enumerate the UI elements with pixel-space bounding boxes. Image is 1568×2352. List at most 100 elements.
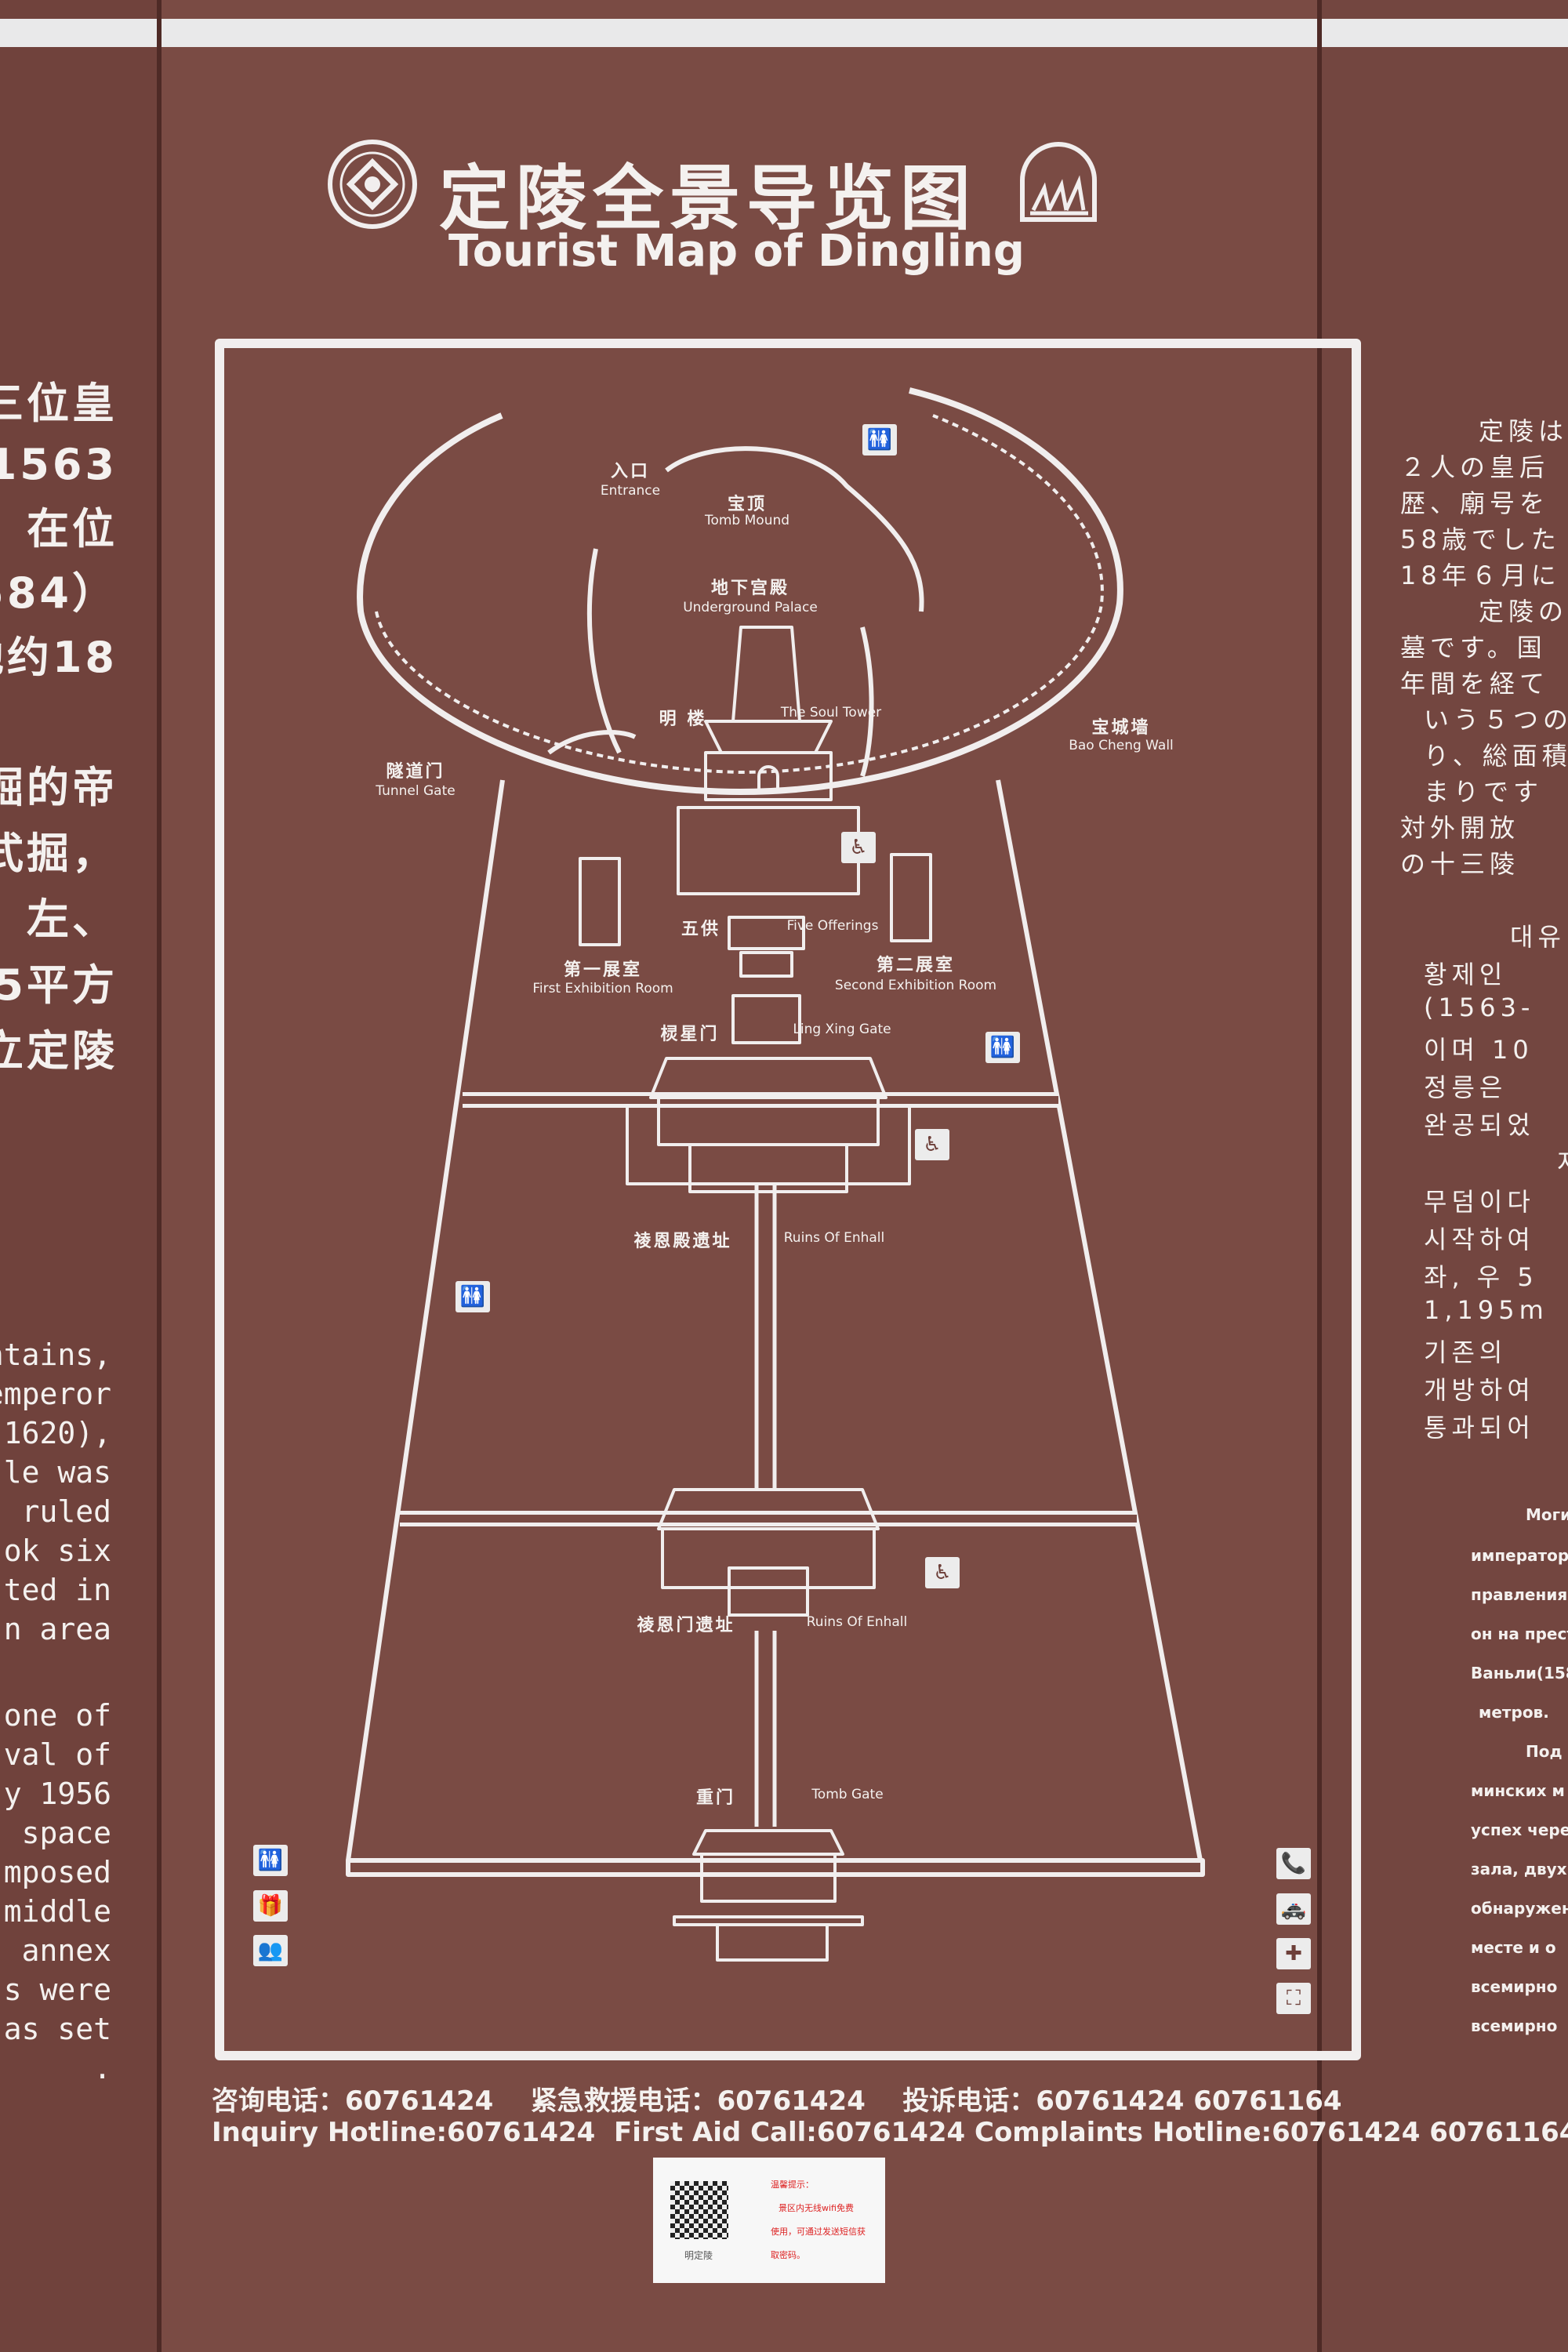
text-line: ntains, — [0, 1338, 111, 1372]
text-line: one of — [3, 1698, 111, 1733]
wheelchair-icon: ♿ — [925, 1557, 960, 1588]
engate-ruins-label-en: Ruins Of Enhall — [806, 1614, 908, 1630]
site-boundary — [346, 779, 1203, 1861]
text-line: as set — [3, 2012, 111, 2046]
text-line: всемирно — [1471, 1977, 1558, 1996]
text-line: всемирно — [1471, 2016, 1558, 2035]
text-line: いう５つの — [1424, 705, 1568, 735]
front-wall — [346, 1858, 1205, 1877]
text-line: (1563- — [1424, 993, 1535, 1022]
text-line: 정릉은 — [1424, 1073, 1508, 1102]
text-line: 1,195m — [1424, 1295, 1548, 1325]
underground-palace-label-zh: 地下宫殿 — [710, 579, 790, 598]
hotlines-chinese: 咨询电话：60761424 紧急救援电话：60761424 投诉电话：60761… — [212, 2085, 1342, 2117]
text-line: 저 — [1557, 1143, 1568, 1179]
entrance-label-zh: 入口 — [610, 462, 651, 481]
engate-ruins — [657, 1488, 880, 1617]
text-line: 立定陵 — [0, 1026, 118, 1076]
text-line: 58歳でした — [1400, 524, 1561, 554]
five-offerings-label-en: Five Offerings — [786, 918, 879, 934]
legend-gift-shop-icon: 🎁 — [253, 1890, 288, 1922]
text-line: 対外開放 — [1400, 813, 1520, 843]
tunnel-gate-label-en: Tunnel Gate — [376, 783, 456, 799]
bao-cheng-wall-label-zh: 宝城墙 — [1091, 718, 1151, 738]
tomb-mound-label-en: Tomb Mound — [704, 513, 790, 528]
text-line: le was — [3, 1455, 111, 1490]
text-line: 在位 — [27, 504, 118, 554]
sticker-text: 温馨提示： — [771, 2180, 814, 2190]
text-line: зала, двух — [1471, 1860, 1567, 1878]
text-line: space — [21, 1816, 111, 1850]
sticker-text: 使用，可通过发送短信获 — [771, 2227, 866, 2237]
text-line: 18年６月に — [1400, 561, 1561, 590]
page-title-chinese: 定陵全景导览图 — [439, 158, 977, 240]
text-line: 5平方 — [0, 960, 118, 1010]
text-line: 대유 — [1510, 922, 1566, 952]
text-line: ted in — [3, 1573, 111, 1607]
underground-palace-label-en: Underground Palace — [683, 600, 818, 615]
text-line: 시작하여 — [1424, 1225, 1535, 1254]
text-line: 式掘， — [0, 829, 118, 878]
legend-lost-found-icon: ⛶ — [1276, 1983, 1311, 2014]
legend-toilet-icon: 🚻 — [253, 1845, 288, 1876]
sticker-text: 取密码。 — [771, 2250, 805, 2260]
text-line: метров. — [1479, 1703, 1549, 1722]
five-offerings-label-zh: 五供 — [681, 920, 721, 939]
text-line: 584） — [0, 568, 118, 618]
text-line: middle — [3, 1894, 111, 1929]
text-line: месте и о — [1471, 1938, 1556, 1957]
wheelchair-icon: ♿ — [915, 1129, 949, 1160]
text-line: обнаружен — [1471, 1899, 1568, 1918]
text-line: . — [93, 2051, 111, 2085]
sticker-text: 景区内无线wifi免费 — [779, 2203, 854, 2213]
text-line: Могил — [1526, 1505, 1568, 1524]
tomb-mound-outline — [547, 446, 924, 777]
legend-first-aid-icon: ✚ — [1276, 1938, 1311, 1969]
text-line: 定陵の — [1479, 597, 1568, 626]
text-line: 무덤이다 — [1424, 1187, 1535, 1217]
text-line: Ваньли(158 — [1471, 1664, 1568, 1682]
text-line: y 1956 — [3, 1777, 111, 1811]
enhall-ruins-label-en: Ruins Of Enhall — [783, 1230, 885, 1246]
hotlines-english: Inquiry Hotline:60761424 First Aid Call:… — [212, 2117, 1568, 2148]
text-line: s were — [3, 1973, 111, 2007]
first-exhibition-room-label-en: First Exhibition Room — [532, 981, 673, 996]
text-line: （1563 — [0, 440, 118, 489]
text-line: emperor — [0, 1377, 111, 1411]
bao-cheng-wall-label-en: Bao Cheng Wall — [1069, 738, 1174, 753]
text-line: n area — [3, 1612, 111, 1646]
wheelchair-icon: ♿ — [841, 832, 876, 863]
map-frame — [215, 339, 1361, 2060]
text-line: annex — [21, 1933, 111, 1968]
soul-tower — [677, 626, 860, 895]
qr-code-sticker: 明定陵 温馨提示： 景区内无线wifi免费 使用，可通过发送短信获 取密码。 — [653, 2158, 885, 2283]
legend-police-icon: 🚓 — [1276, 1893, 1311, 1925]
text-line: の十三陵 — [1400, 849, 1520, 879]
qr-code[interactable] — [670, 2181, 728, 2239]
legend-service-icon: 👥 — [253, 1935, 288, 1966]
text-line: 통과되어 — [1424, 1413, 1535, 1443]
tomb-gate-label-zh: 重门 — [695, 1788, 736, 1808]
toilet-icon: 🚻 — [985, 1032, 1020, 1063]
panel-top-bar — [1322, 19, 1568, 47]
second-exhibition-room-label-en: Second Exhibition Room — [834, 978, 997, 993]
tunnel-gate-label-zh: 隧道门 — [386, 762, 445, 782]
text-line: 歴、廟号を — [1400, 488, 1550, 518]
text-line: 완공되었 — [1424, 1110, 1535, 1140]
enhall-ruins-label-zh: 祾恩殿遗址 — [633, 1232, 732, 1251]
text-line: mposed — [3, 1855, 111, 1889]
first-exhibition-room-label-zh: 第一展室 — [563, 960, 643, 980]
text-line: 三位皇 — [0, 379, 118, 428]
world-heritage-emblem-icon — [328, 140, 417, 229]
text-line: 地约18 — [0, 633, 118, 682]
soul-tower-label-zh: 明 楼 — [659, 710, 707, 729]
engate-ruins-label-zh: 祾恩门遗址 — [637, 1616, 735, 1635]
text-line: 개방하여 — [1424, 1375, 1535, 1405]
text-line: -1620), — [0, 1416, 111, 1450]
text-line: り、総面積 — [1424, 741, 1568, 771]
panel-top-bar — [0, 19, 157, 47]
text-line: val of — [3, 1737, 111, 1772]
text-line: минских м — [1471, 1781, 1565, 1800]
legend-phone-icon: 📞 — [1276, 1848, 1311, 1879]
